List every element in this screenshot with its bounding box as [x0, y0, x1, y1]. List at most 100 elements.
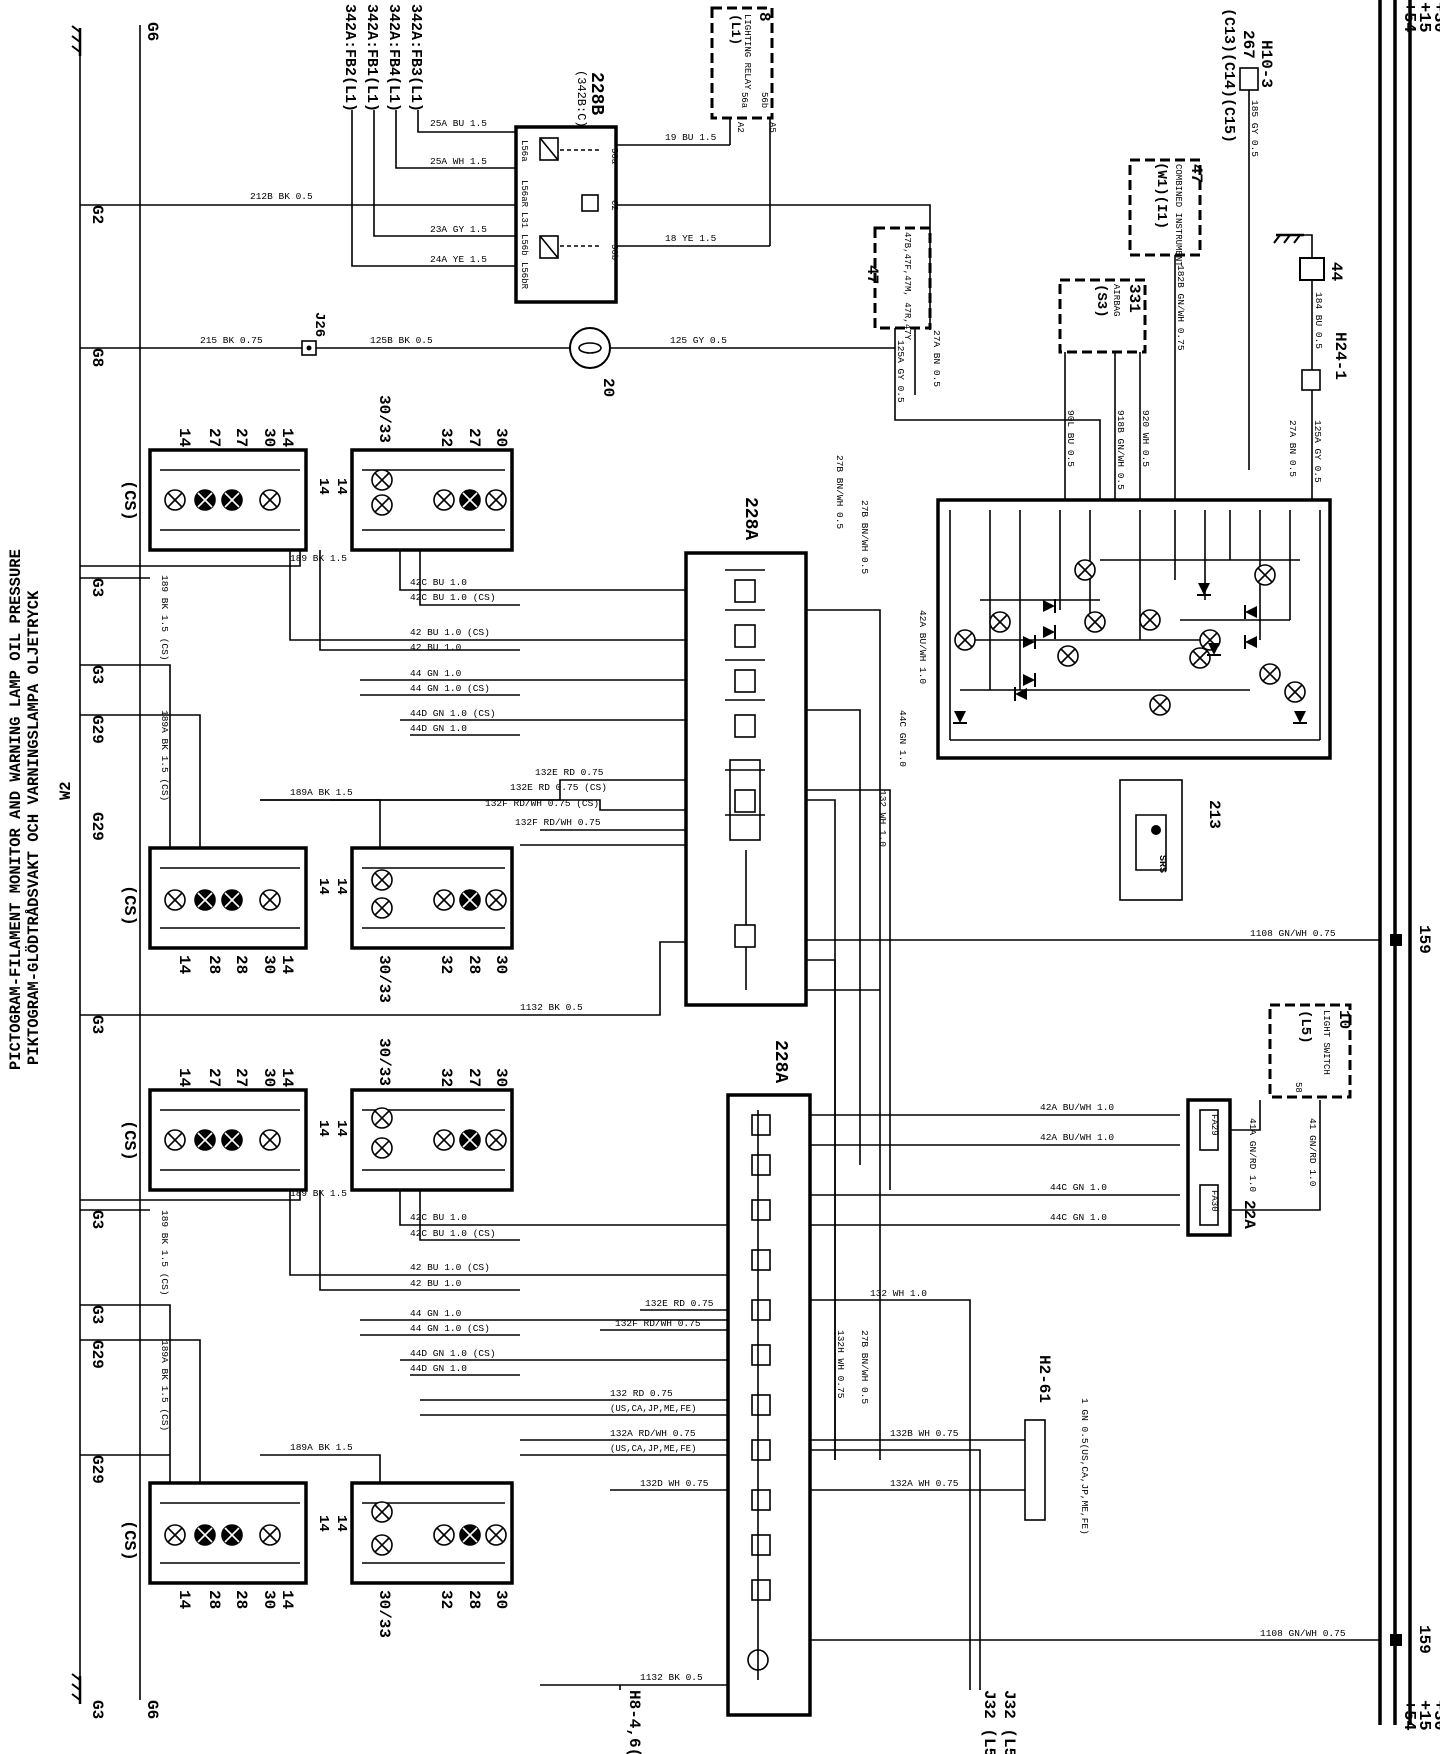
connector-47-pins: 47B,47F,47M, 47R,47Y: [902, 232, 912, 341]
label-342A-fb2: 342A:FB2(L1): [341, 4, 358, 112]
bulb-panel-upper-right-b: 30/33 32 28 30 14 14: [315, 846, 514, 1003]
label-342A-fb4: 342A:FB4(L1): [385, 4, 402, 112]
title-english: PICTOGRAM-FILAMENT MONITOR AND WARNING L…: [7, 549, 25, 1070]
fuse-block-22A-id: 22A: [1240, 1200, 1258, 1229]
wire-132f-rdwh-cs-a: 132F RD/WH 0.75 (CS): [485, 798, 599, 809]
lighting-relay-id: 8: [755, 12, 773, 22]
wire-132f-rdwh-b: 132F RD/WH 0.75: [615, 1318, 701, 1329]
bulb-label-14g: 14: [175, 1590, 193, 1610]
wire-42a-buwh-c: 42A BU/WH 1.0: [1040, 1132, 1114, 1143]
bulb-panel-upper-left-b: 14 28 28 30 14 (CS): [119, 846, 308, 975]
wire-132d-wh: 132D WH 0.75: [640, 1478, 709, 1489]
bulb-label-14-14-h: 14: [315, 1515, 331, 1532]
wire-44d-gn-a: 44D GN 1.0: [410, 723, 467, 734]
wire-25a-bu: 25A BU 1.5: [430, 118, 487, 129]
bulb-label-14-14-c: 14: [333, 878, 349, 895]
wire-1108-gnwh-a: 1108 GN/WH 0.75: [1250, 928, 1336, 939]
cs-label-3: (CS): [119, 1120, 138, 1161]
ground-label-g29-b: G29: [88, 812, 106, 841]
wire-189a-bk-b: 189A BK 1.5: [290, 1442, 353, 1453]
label-342A-fb3: 342A:FB3(L1): [407, 4, 424, 112]
light-switch-pin: 58: [1293, 1082, 1303, 1093]
bulb-label-30-33-c: 30/33: [375, 1038, 393, 1086]
wire-189-bk-b: 189 BK 1.5: [290, 1188, 347, 1199]
wire-132f-rdwh-a: 132F RD/WH 0.75: [515, 817, 601, 828]
mid-wiring: 159 189 BK 1.5 189 BK 1.5 (CS) 42C BU 1.…: [80, 455, 1433, 1460]
wire-189a-bk-cs-b: 189A BK 1.5 (CS): [159, 1340, 170, 1431]
fuse-fa29: FA29: [1209, 1114, 1219, 1136]
wire-27a-bn-a: 27A BN 0.5: [931, 330, 942, 387]
ground-label-g6-bottom: G6: [143, 1700, 161, 1719]
wire-44c-gn-b: 44C GN 1.0: [1050, 1182, 1107, 1193]
wire-125a-gy-b: 125A GY 0.5: [1312, 420, 1323, 483]
bulb-label-14-14-d: 14: [315, 878, 331, 895]
lighting-relay-pin-56a: 56a: [739, 92, 749, 109]
rail-15-bottom: +15: [1414, 1700, 1433, 1731]
h10-codes: (C13)(C14)(C15): [1220, 8, 1237, 143]
relay-228B-ref: (342B:C): [574, 70, 588, 128]
power-rails: [1378, 0, 1412, 1725]
wire-41a-gnrd: 41A GN/RD 1.0: [1247, 1118, 1258, 1192]
wire-25a-wh: 25A WH 1.5: [430, 156, 487, 167]
bulb-label-32-d: 32: [437, 1590, 455, 1609]
bulb-label-14c: 14: [175, 955, 193, 975]
bulb-label-30g: 30: [260, 1590, 278, 1609]
rail-15-top: +15: [1414, 2, 1433, 33]
connector-h10-3: H10-3 267 (C13)(C14)(C15) 185 GY 0.5: [1220, 8, 1275, 470]
wire-27b-bnwh-c: 27B BN/WH 0.5: [859, 1330, 870, 1404]
relay-342A-labels: 342A:FB3(L1) 342A:FB4(L1) 342A:FB1(L1) 3…: [341, 4, 424, 112]
relay-228B-pin-l56a: L56a: [519, 140, 529, 162]
bulb-label-32-a: 32: [437, 428, 455, 447]
wire-1-gn-region: 1 GN 0.5(US,CA,JP,ME,FE): [1079, 1398, 1090, 1535]
fuse-fa30: FA30: [1209, 1190, 1219, 1212]
component-44: 44 184 BU 0.5 H24-1 125A GY 0.5 27A BN 0…: [1272, 233, 1349, 500]
light-switch-code: (L5): [1297, 1010, 1313, 1044]
ground-label-g8: G8: [88, 348, 106, 367]
wire-189a-bk-cs-a: 189A BK 1.5 (CS): [159, 710, 170, 801]
h8-id: H8-4,6(L5B): [625, 1690, 643, 1754]
lighting-relay-pin-56b: 56b: [759, 92, 769, 108]
wire-42-bu-b: 42 BU 1.0: [410, 1278, 462, 1289]
wire-920-wh: 920 WH 0.5: [1140, 410, 1151, 467]
wire-42c-bu-b: 42C BU 1.0: [410, 1212, 467, 1223]
wire-23a-gy: 23A GY 1.5: [430, 224, 487, 235]
bulb-label-30b: 30: [492, 428, 510, 447]
wire-1108-gnwh-b: 1108 GN/WH 0.75: [1260, 1628, 1346, 1639]
cs-label-4: (CS): [119, 1520, 138, 1561]
ground-label-g3-d: G3: [88, 1210, 106, 1229]
bulb-label-14e: 14: [175, 1068, 193, 1088]
bulb-label-14a: 14: [175, 428, 193, 448]
ground-labels: G6 G2 G8 G3 G3 G29 G29 G3 G3 G3 G29 G29 …: [88, 22, 161, 1719]
wire-44d-gn-b: 44D GN 1.0: [410, 1363, 467, 1374]
bulb-label-28c: 28: [465, 955, 483, 974]
bulb-label-14h: 14: [278, 1590, 296, 1610]
h10-id: H10-3: [1257, 40, 1275, 88]
light-switch-name: LIGHT SWITCH: [1321, 1010, 1331, 1075]
wire-918b-gn-wh: 918B GN/WH 0.5: [1115, 410, 1126, 490]
wire-189-bk-a: 189 BK 1.5: [290, 553, 347, 564]
wire-44-gn-a: 44 GN 1.0: [410, 668, 462, 679]
wire-132-wh-a: 132 WH 1.0: [877, 790, 888, 847]
bulb-panel-lower-left-b: 14 28 28 30 14 (CS): [119, 1481, 308, 1610]
power-rail-labels-top: +30 +15 +54: [1399, 2, 1440, 33]
ground-label-g3-e: G3: [88, 1305, 106, 1324]
title-swedish: PIKTOGRAM-GLÖDTRÅDSVAKT OCH VARNINGSLAMP…: [25, 590, 43, 1065]
wire-24a-ye: 24A YE 1.5: [430, 254, 487, 265]
wire-132e-rd-b: 132E RD 0.75: [645, 1298, 714, 1309]
ground-symbol-bottom: [70, 1672, 82, 1706]
wire-132a-rdwh-b: 132A RD/WH 0.75: [610, 1428, 696, 1439]
relay-228B-pin-l31: L31: [519, 212, 529, 228]
bulb-label-14d: 14: [278, 955, 296, 975]
bulb-label-27b: 27: [232, 428, 250, 447]
rail-54-top: +54: [1399, 2, 1418, 33]
wire-44d-gn-cs-b: 44D GN 1.0 (CS): [410, 1348, 496, 1359]
wire-44c-gn-a: 44C GN 1.0: [897, 710, 908, 767]
module-213-id: 213: [1205, 800, 1223, 829]
bulb-label-30c: 30: [260, 955, 278, 974]
instrument-47-id: 47: [1187, 164, 1205, 183]
component-159-id-a: 159: [1415, 925, 1433, 954]
wire-42-bu-a: 42 BU 1.0: [410, 642, 462, 653]
bulb-label-28f: 28: [465, 1590, 483, 1609]
cs-label-2: (CS): [119, 885, 138, 926]
